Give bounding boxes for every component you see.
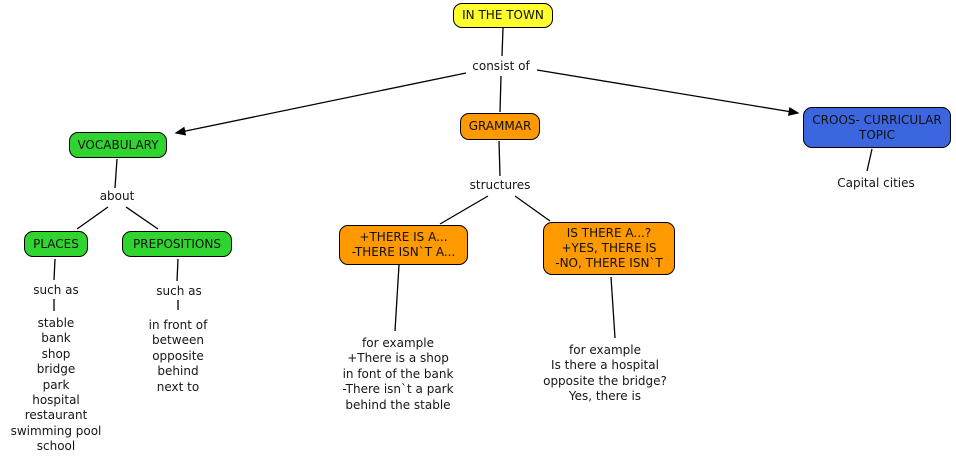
- leaf-places-list: stable bank shop bridge park hospital re…: [10, 316, 102, 454]
- connector-consist-cross-arrow: [536, 69, 800, 116]
- leaf-prepositions-list: in front of between opposite behind next…: [148, 318, 208, 394]
- node-places[interactable]: PLACES: [24, 231, 88, 257]
- connector-vocabulary-about: [114, 158, 118, 189]
- node-prepositions[interactable]: PREPOSITIONS: [122, 231, 232, 257]
- leaf-capital-cities: Capital cities: [837, 176, 915, 190]
- node-is-there[interactable]: IS THERE A...? +YES, THERE IS -NO, THERE…: [543, 222, 675, 275]
- connector-about-places: [76, 206, 109, 230]
- connector-grammar-structures: [498, 140, 501, 177]
- link-label-structures: structures: [467, 178, 533, 194]
- node-vocabulary[interactable]: VOCABULARY: [69, 132, 167, 158]
- node-in-the-town[interactable]: IN THE TOWN: [453, 3, 553, 28]
- node-cross-curricular-topic[interactable]: CROOS- CURRICULAR TOPIC: [803, 107, 951, 148]
- connector-prepositions-suchas: [176, 258, 179, 282]
- connector-structures-thereis: [439, 195, 489, 225]
- connector-places-suchas: [53, 258, 56, 281]
- link-label-consist-of: consist of: [470, 59, 532, 75]
- node-grammar[interactable]: GRAMMAR: [460, 113, 540, 140]
- connector-structures-isthere: [514, 195, 551, 222]
- link-label-about: about: [97, 189, 137, 205]
- leaf-there-is-example: for example +There is a shop in font of …: [342, 336, 454, 412]
- connector-consist-vocabulary-arrow: [174, 72, 467, 136]
- node-there-is[interactable]: +THERE IS A... -THERE ISN`T A...: [339, 225, 468, 265]
- leaf-is-there-example: for example Is there a hospital opposite…: [543, 343, 667, 404]
- link-label-such-as-prepositions: such as: [154, 284, 204, 300]
- connector-town-consist: [501, 27, 504, 57]
- link-label-such-as-places: such as: [31, 283, 81, 299]
- connector-thereis-example: [394, 264, 400, 332]
- connector-cross-capitalcities: [866, 148, 873, 172]
- connector-consist-grammar: [499, 75, 502, 113]
- connector-isthere-example: [610, 276, 616, 339]
- connector-about-prepositions: [125, 206, 159, 230]
